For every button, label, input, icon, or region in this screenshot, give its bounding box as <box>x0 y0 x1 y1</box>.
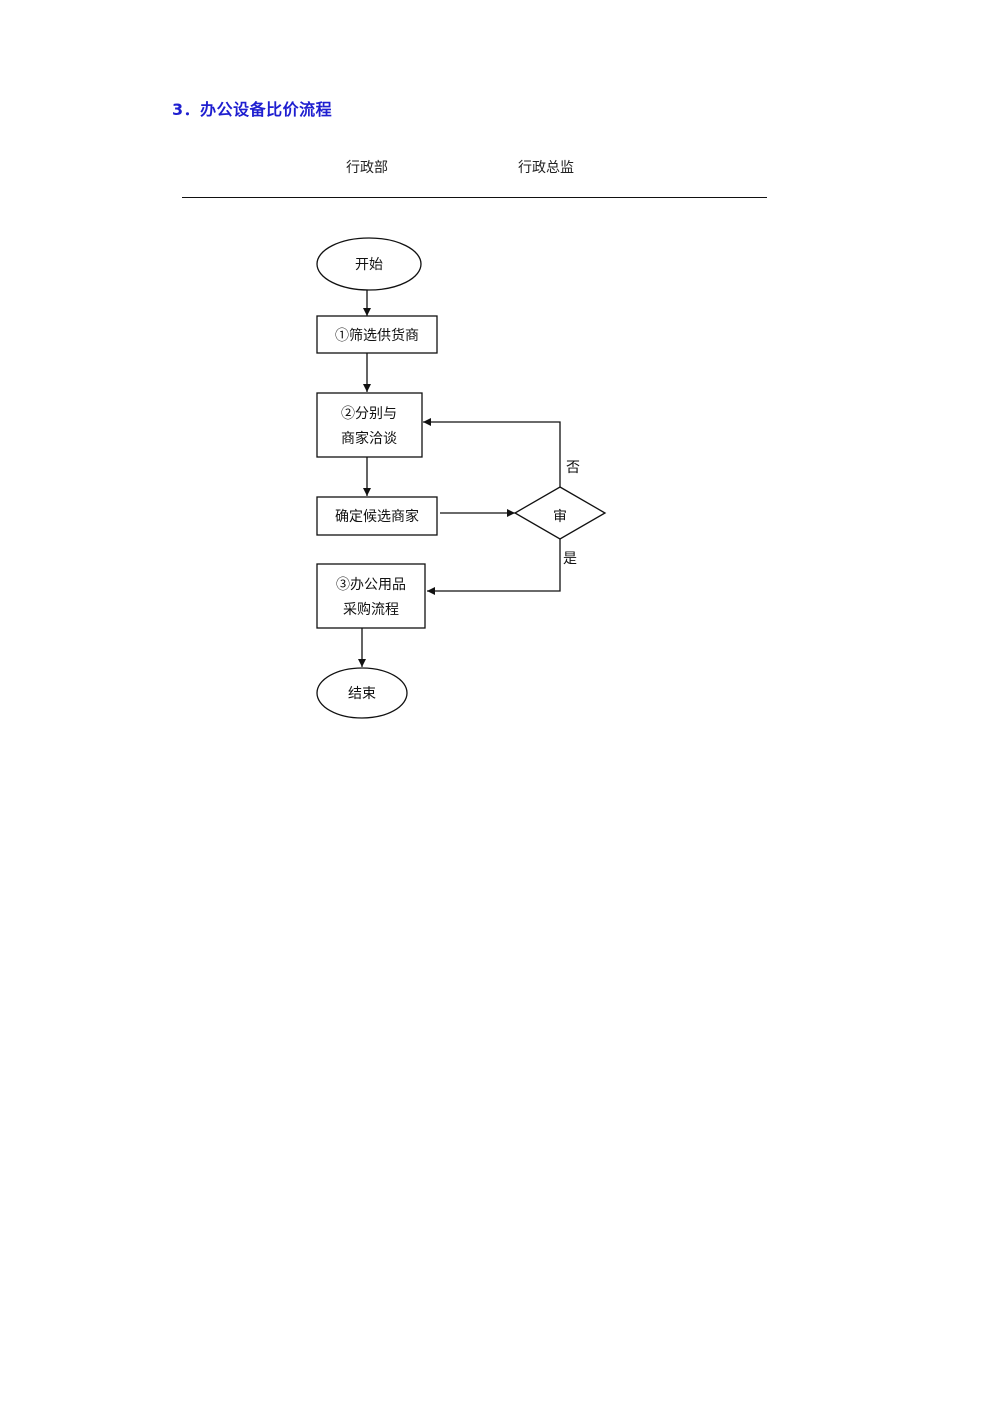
column-header-admin-director: 行政总监 <box>518 160 574 176</box>
step1-node: ①筛选供货商 <box>316 315 438 354</box>
step3-node: ③办公用品 采购流程 <box>316 563 426 629</box>
start-node: 开始 <box>316 237 422 291</box>
decision-node-label: 审 <box>553 509 567 525</box>
step3-node-label-line2: 采购流程 <box>343 602 399 618</box>
end-node: 结束 <box>316 667 408 719</box>
arrow-decision-yes-to-step3 <box>427 539 561 595</box>
step2-node-label-line2: 商家洽谈 <box>341 430 397 447</box>
arrow-decision-no-to-step2 <box>423 418 561 487</box>
step2-node: ②分别与 商家洽谈 <box>316 392 423 458</box>
end-node-label: 结束 <box>348 686 376 702</box>
step1-node-label: ①筛选供货商 <box>335 327 419 344</box>
step2-node-label-line1: ②分别与 <box>341 406 397 422</box>
confirm-node: 确定候选商家 <box>316 496 438 536</box>
section-title: 3．办公设备比价流程 <box>172 100 333 119</box>
edge-label-no: 否 <box>566 460 580 476</box>
step3-node-label-line1: ③办公用品 <box>336 577 406 593</box>
edge-label-yes: 是 <box>563 551 577 567</box>
header-divider <box>182 197 767 198</box>
column-header-admin-dept: 行政部 <box>346 160 388 176</box>
confirm-node-label: 确定候选商家 <box>335 508 419 525</box>
start-node-label: 开始 <box>355 257 383 273</box>
decision-node: 审 <box>513 486 607 540</box>
